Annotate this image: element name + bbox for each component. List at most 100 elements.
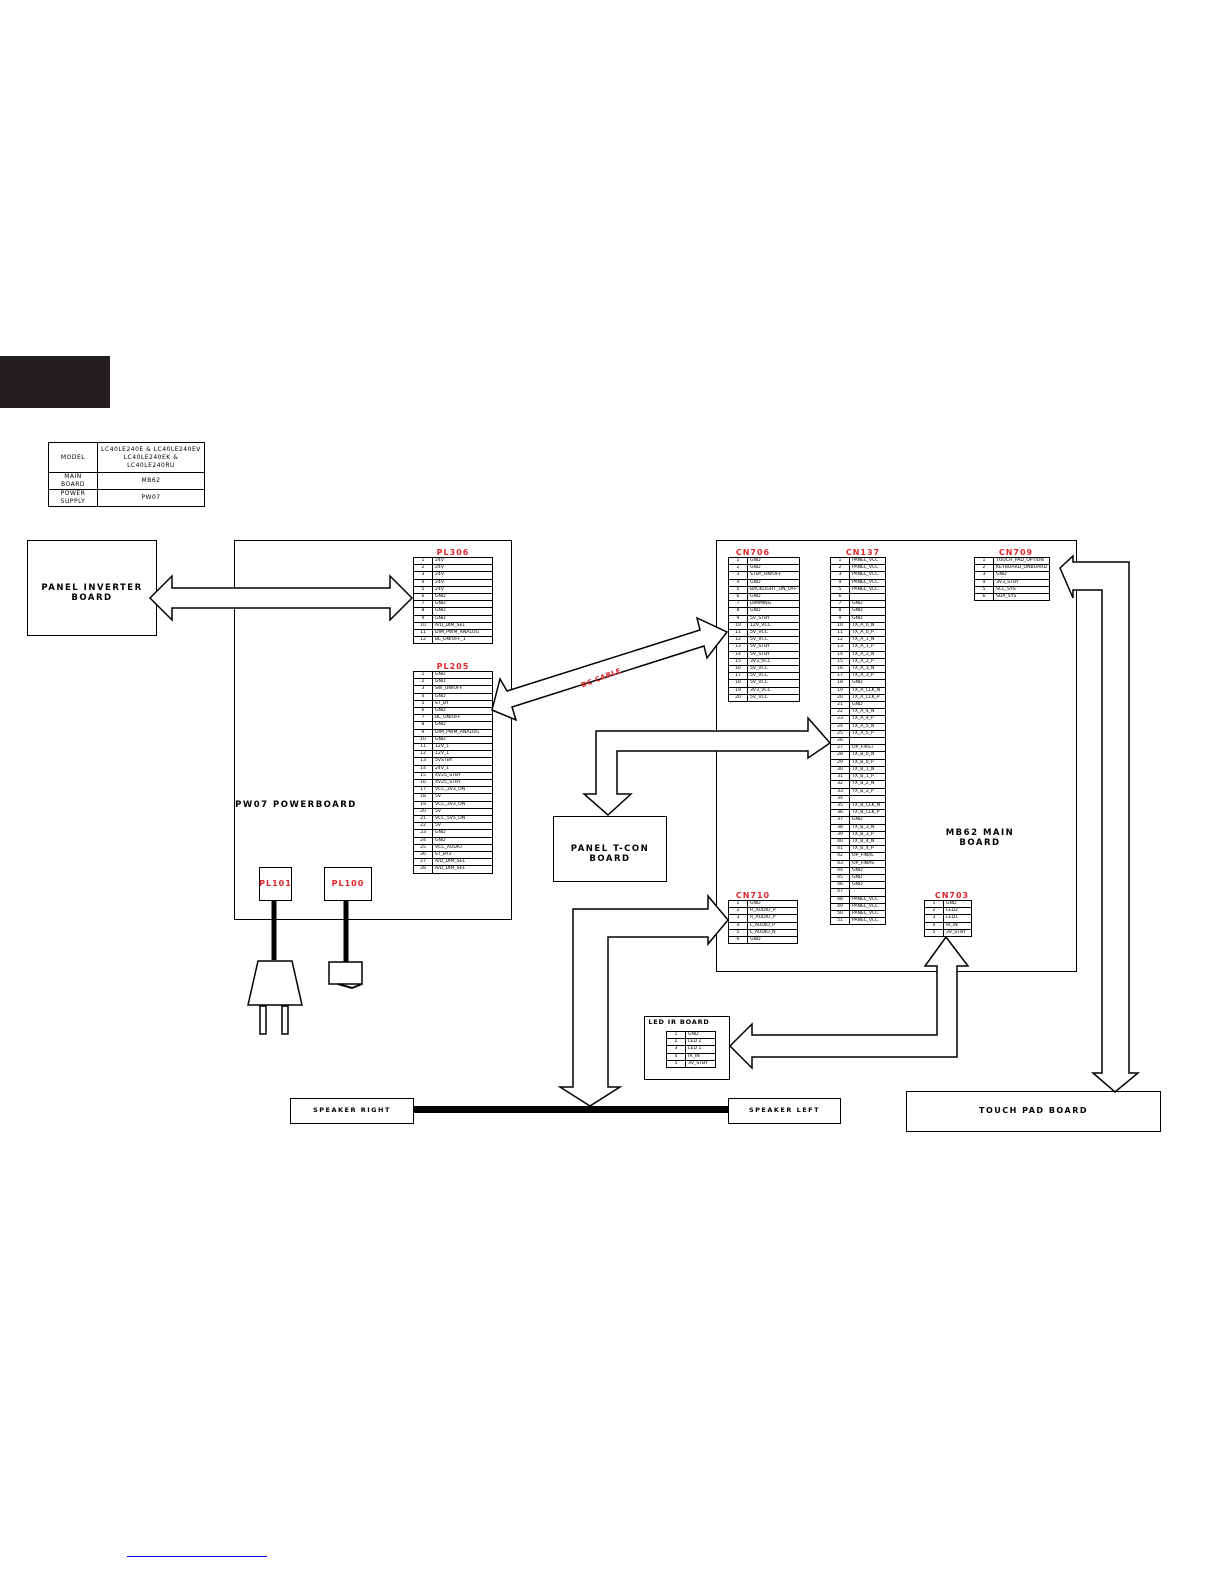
pin-signal: 3V_STBY — [685, 1060, 716, 1069]
pin-signal: 4V25_STBY — [432, 779, 493, 788]
pin-number: 4 — [666, 1053, 686, 1061]
pin-number: 19 — [728, 687, 748, 695]
pin-number: 1 — [728, 557, 748, 566]
footer-link[interactable] — [127, 1556, 267, 1557]
pin-signal: TX_B_3_P — [849, 831, 886, 839]
pin-signal: PANEL_VCC — [849, 917, 886, 926]
pin-signal: TX_B_4_N — [849, 838, 886, 847]
pin-signal: 5V_VCC — [747, 665, 800, 674]
pin-signal: ST_BY2 — [432, 851, 493, 860]
pin-number: 7 — [728, 600, 748, 609]
pin-number: 24 — [413, 837, 433, 845]
touch-pad-board — [906, 1091, 1161, 1132]
pin-number: 3 — [413, 685, 433, 694]
pin-number: 16 — [830, 665, 850, 674]
pin-number: 21 — [830, 701, 850, 710]
pin-number: 3 — [728, 571, 748, 580]
pin-number: 5 — [413, 586, 433, 595]
pl205-title: PL205 — [436, 662, 470, 671]
pin-signal: LED2 — [943, 907, 972, 916]
pin-number: 2 — [666, 1038, 686, 1047]
pin-number: 20 — [728, 694, 748, 703]
pin-number: 13 — [728, 643, 748, 652]
pin-number: 36 — [830, 809, 850, 818]
pin-number: 37 — [830, 816, 850, 825]
pin-signal: DIM_PWM_ANALOG — [432, 629, 493, 638]
pin-signal: TX_A_CLK_P — [849, 694, 886, 703]
panel-tcon-label: PANEL T-CON BOARD — [570, 844, 650, 864]
pin-number: 2 — [413, 564, 433, 573]
pin-number: 9 — [413, 615, 433, 623]
pin-signal: 5V_STBY — [747, 615, 800, 623]
pl101-title: PL101 — [259, 879, 292, 888]
pin-signal: TX_A_2_P — [849, 658, 886, 667]
pin-signal: TX_A_4_P — [849, 715, 886, 724]
cn709-title: CN709 — [998, 548, 1034, 557]
pin-number: 6 — [728, 593, 748, 602]
powerboard — [234, 540, 512, 920]
pin-signal: 5V — [432, 793, 493, 802]
pin-signal: GND — [849, 701, 886, 710]
power-supply-label: POWER SUPPLY — [48, 489, 98, 507]
pin-number: 11 — [728, 629, 748, 638]
pin-signal: SCL_SYS — [993, 586, 1050, 595]
cn137-title: CN137 — [845, 548, 881, 557]
pin-signal: 3V3_VCC — [747, 658, 800, 667]
pin-number: 2 — [728, 907, 748, 916]
pin-signal: DIM_PWM_ANALOG — [432, 729, 493, 737]
pin-number: 20 — [413, 808, 433, 817]
pin-number: 15 — [830, 658, 850, 667]
pin-number: 11 — [413, 629, 433, 638]
pin-number: 17 — [830, 672, 850, 681]
pin-number: 5 — [728, 586, 748, 595]
pin-number: 5 — [974, 586, 994, 595]
pin-signal: OP_FINAL — [849, 852, 886, 861]
pin-number: 12 — [728, 636, 748, 645]
pin-number: 2 — [830, 564, 850, 573]
pin-signal: GND — [432, 600, 493, 609]
pin-number: 46 — [830, 881, 850, 890]
pin-number: 12 — [413, 636, 433, 645]
main-board — [716, 540, 1077, 972]
pin-number: 2 — [924, 907, 944, 916]
pin-signal: GND — [432, 721, 493, 730]
pin-signal: 5V_VCC — [747, 694, 800, 703]
pin-signal: TX_A_5_P — [849, 730, 886, 739]
pin-number: 31 — [830, 773, 850, 782]
pin-number: 20 — [830, 694, 850, 703]
pin-row: 6 — [830, 593, 886, 602]
pin-number: 42 — [830, 852, 850, 861]
